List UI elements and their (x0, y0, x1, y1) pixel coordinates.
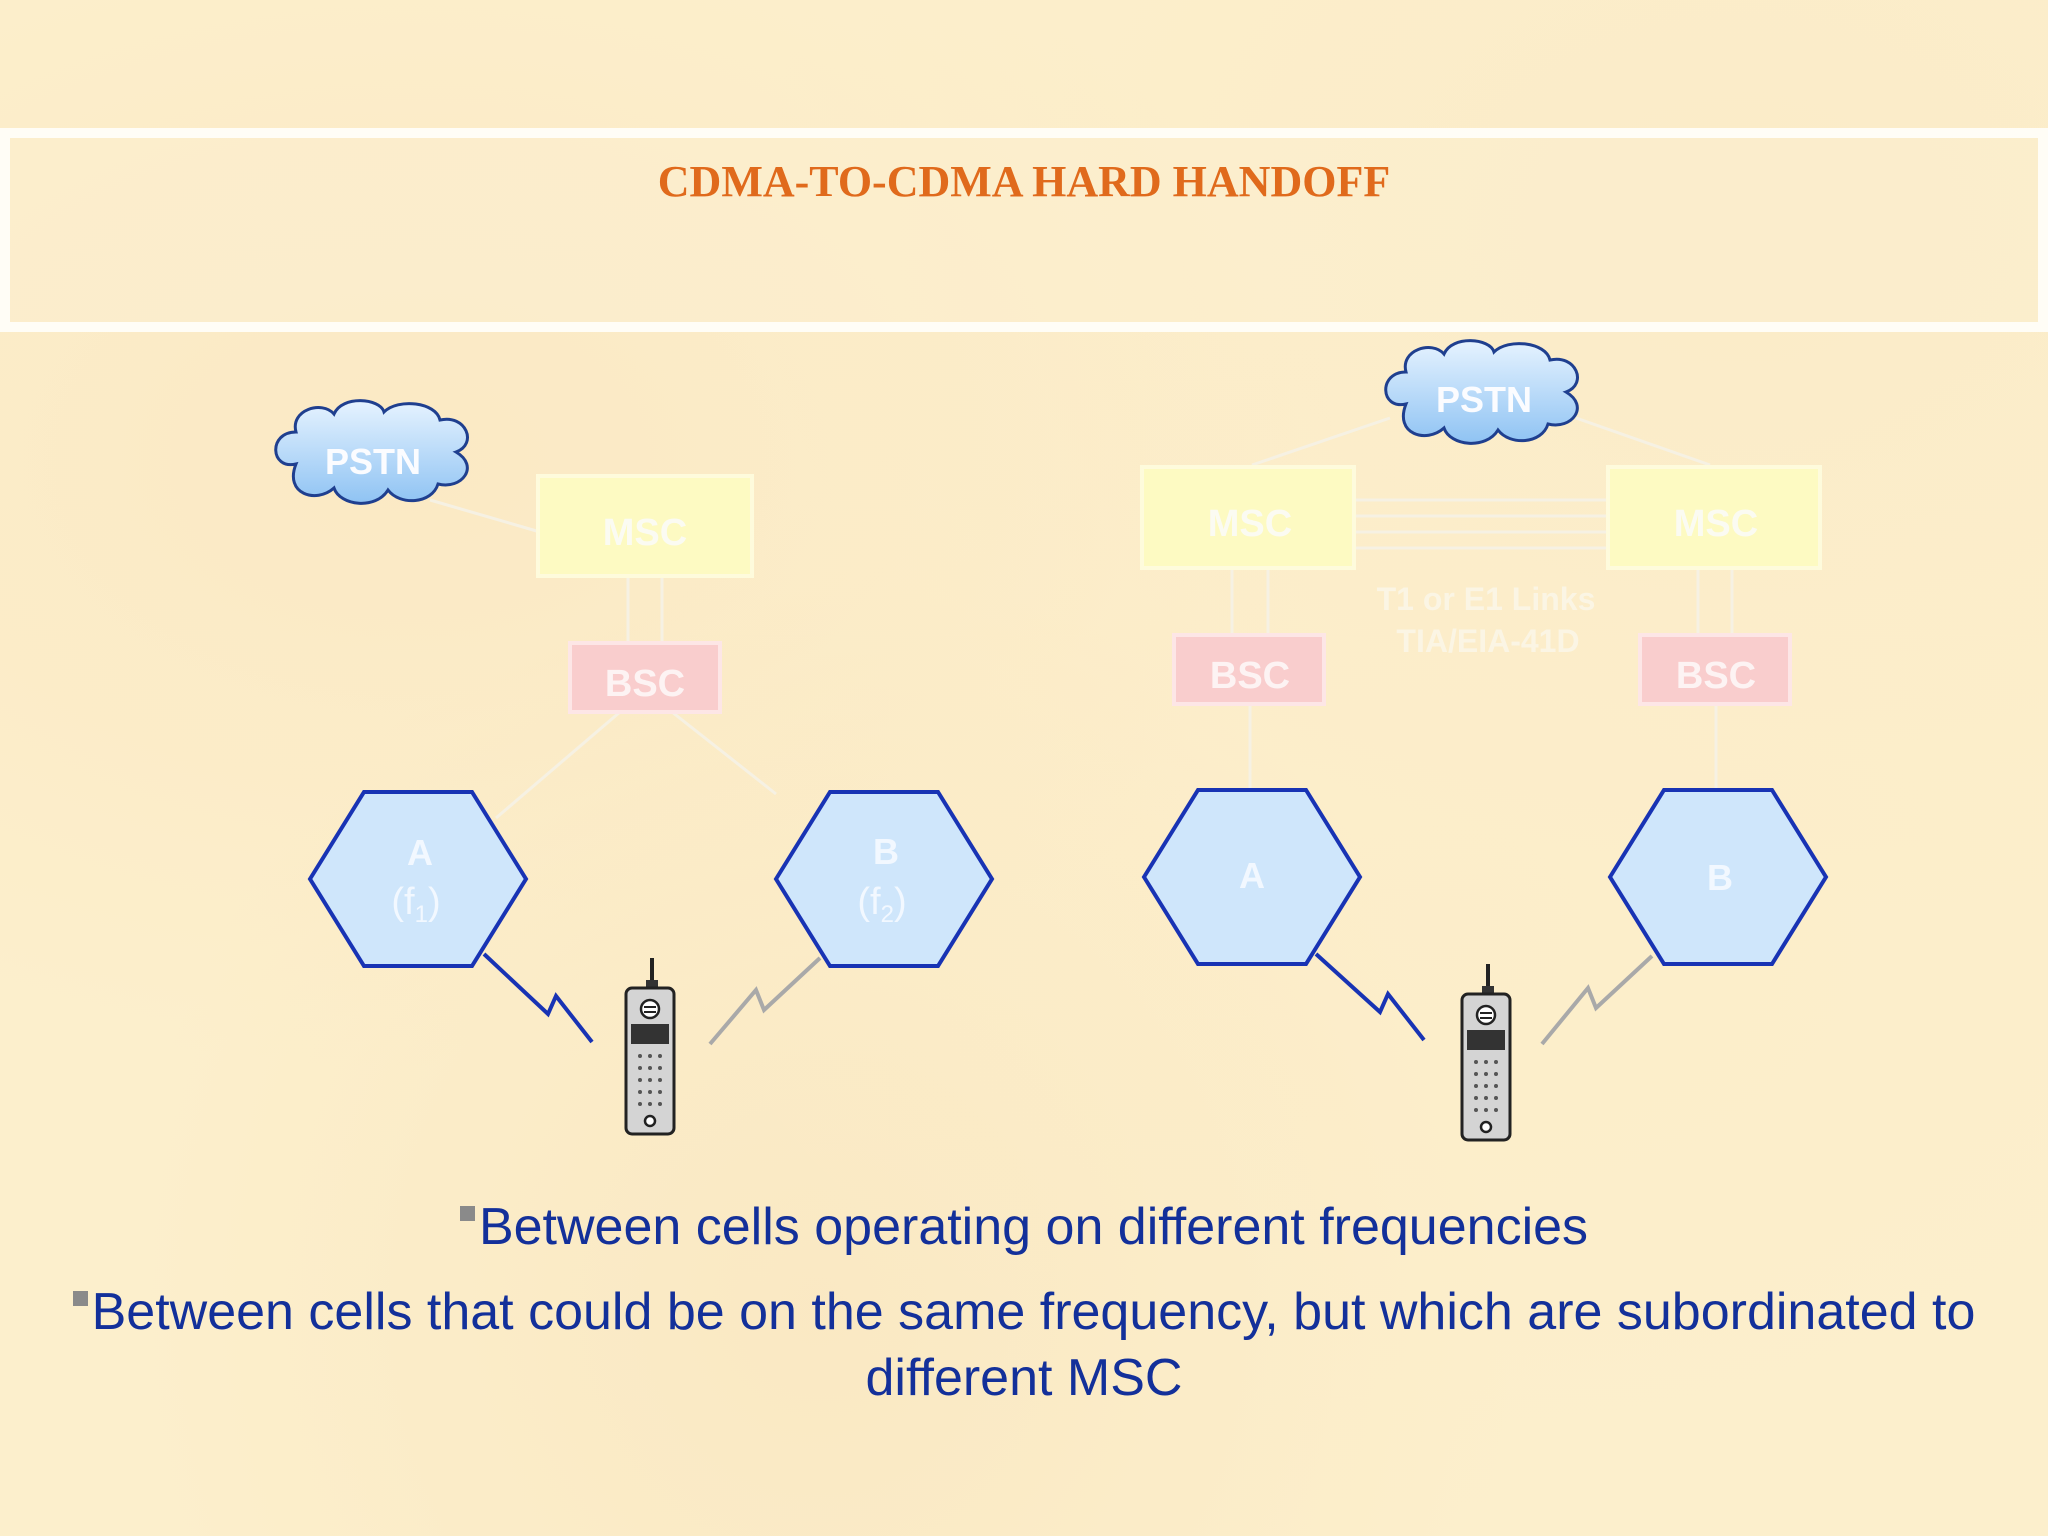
bsc-cell-a-link (495, 710, 621, 820)
cell-b-label: B (873, 831, 899, 872)
bullet-item: Between cells that could be on the same … (0, 1279, 2048, 1411)
link-label-line1: T1 or E1 Links (1377, 581, 1596, 617)
bullet-marker-icon (459, 1206, 475, 1221)
cell-a-label: A (1239, 855, 1265, 896)
bsc-cell-b-link (671, 710, 777, 796)
radio-link-inactive (708, 956, 822, 1046)
pstn-msc-right-link (1575, 416, 1711, 467)
pstn-cloud: PSTN (274, 399, 469, 505)
pstn-label: PSTN (1436, 379, 1532, 420)
cell-b-frequency: (f2) (857, 881, 906, 928)
radio-link-active (1314, 952, 1426, 1042)
bsc-box-right: BSC (1638, 633, 1792, 706)
slide-title: CDMA-TO-CDMA HARD HANDOFF (657, 157, 1391, 206)
cell-a-frequency: (f1) (391, 881, 440, 928)
cell-a-hexagon: A (f1) (307, 790, 529, 968)
msc-label: MSC (603, 512, 687, 554)
msc-left-label: MSC (1208, 503, 1292, 545)
pstn-msc-left-link (1251, 416, 1391, 467)
right-diagram: PSTN MSC MSC T1 or E1 Links TIA/EIA-41D … (1140, 339, 1829, 1142)
pstn-msc-link (429, 498, 541, 534)
bullet-text: Between cells that could be on the same … (91, 1283, 1976, 1407)
left-diagram: PSTN MSC BSC A (f1) B (f2) (274, 399, 995, 1136)
bsc-left-label: BSC (1210, 655, 1290, 697)
bullet-item: Between cells operating on different fre… (0, 1194, 2048, 1260)
link-label-line2: TIA/EIA-41D (1396, 623, 1579, 659)
msc-msc-links (1354, 498, 1608, 550)
bsc-label: BSC (605, 663, 685, 705)
cell-b-hexagon: B (f2) (773, 790, 995, 968)
cell-a-label: A (407, 832, 433, 873)
radio-link-active (482, 952, 594, 1044)
msc-box: MSC (536, 474, 754, 578)
bullet-marker-icon (72, 1291, 88, 1306)
title-band (0, 128, 2048, 332)
msc-box-left: MSC (1140, 465, 1356, 570)
cell-b-hexagon: B (1607, 788, 1829, 966)
cell-b-label: B (1707, 857, 1733, 898)
msc-right-label: MSC (1674, 503, 1758, 545)
mobile-phone-icon (1460, 962, 1512, 1142)
bsc-box-left: BSC (1172, 633, 1326, 706)
pstn-label: PSTN (325, 441, 421, 482)
bsc-box: BSC (568, 641, 722, 714)
bullet-text: Between cells operating on different fre… (478, 1198, 1589, 1256)
mobile-phone-icon (624, 956, 676, 1136)
pstn-cloud: PSTN (1384, 339, 1579, 445)
cell-a-hexagon: A (1141, 788, 1363, 966)
radio-link-inactive (1540, 954, 1654, 1046)
bsc-right-label: BSC (1676, 655, 1756, 697)
msc-box-right: MSC (1606, 465, 1822, 570)
